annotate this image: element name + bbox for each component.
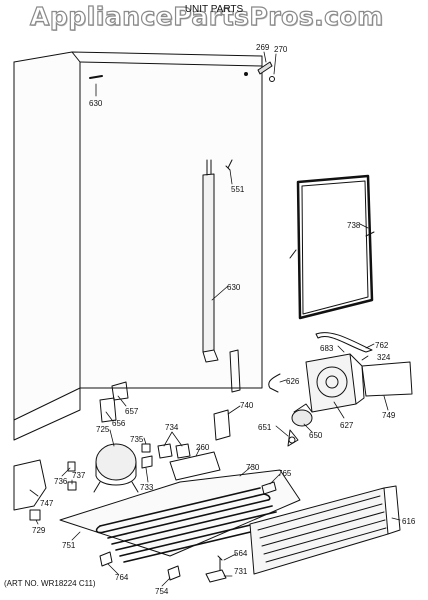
callout-731: 731 [234, 567, 248, 576]
cover-749 [361, 361, 413, 397]
callout-733: 733 [140, 483, 154, 492]
part-735 [141, 443, 151, 453]
part-734 [157, 443, 191, 459]
watermark: AppliancePartsPros.com [29, 1, 384, 31]
callout-762: 762 [375, 341, 389, 350]
callout-736: 736 [54, 477, 68, 486]
callout-564: 564 [234, 549, 248, 558]
part-733 [141, 455, 153, 469]
cabinet-leg [229, 349, 241, 393]
part-754 [167, 565, 181, 581]
part-657 [111, 381, 129, 401]
callout-749: 749 [382, 411, 396, 420]
callout-656: 656 [112, 419, 126, 428]
callout-751: 751 [62, 541, 76, 550]
hinge-parts [257, 61, 275, 82]
callout-765: 765 [278, 469, 292, 478]
callout-630-center: 630 [227, 283, 241, 292]
callout-737: 737 [72, 471, 86, 480]
callout-269: 269 [256, 43, 270, 52]
leader-lines [29, 51, 401, 587]
callout-683: 683 [320, 344, 334, 353]
callout-627: 627 [340, 421, 354, 430]
bracket-747 [13, 459, 47, 511]
clip-765 [261, 481, 277, 495]
wire-626 [268, 373, 281, 393]
callout-labels: 269 270 630 551 738 630 762 683 324 626 … [32, 43, 416, 596]
callout-630-top: 630 [89, 99, 103, 108]
callout-764: 764 [115, 573, 129, 582]
diagram-title: UNIT PARTS [184, 4, 244, 15]
cabinet-outline [13, 51, 263, 441]
callout-657: 657 [125, 407, 139, 416]
fan-shroud-627 [305, 353, 365, 413]
grommet-729 [29, 509, 41, 521]
callout-730: 730 [246, 463, 260, 472]
callout-270: 270 [274, 45, 288, 54]
part-740 [213, 409, 231, 441]
shield-260 [169, 451, 221, 481]
center-channel [202, 159, 219, 363]
callout-729: 729 [32, 526, 46, 535]
grille-616 [249, 485, 401, 575]
callout-747: 747 [40, 499, 54, 508]
callout-260: 260 [196, 443, 210, 452]
callout-738: 738 [347, 221, 361, 230]
condenser-coil-730 [95, 487, 285, 563]
callout-551: 551 [231, 185, 245, 194]
callout-725: 725 [96, 425, 110, 434]
screw-551 [225, 159, 233, 171]
callout-754: 754 [155, 587, 169, 596]
callout-616: 616 [402, 517, 416, 526]
tube-762 [315, 332, 373, 353]
art-number: (ART NO. WR18224 C11) [4, 579, 96, 588]
fan-blade-651 [287, 429, 299, 447]
fan-motor-650 [291, 403, 313, 427]
clip-731 [205, 569, 227, 583]
compressor-725 [93, 443, 139, 493]
callout-740: 740 [240, 401, 254, 410]
callout-626: 626 [286, 377, 300, 386]
part-656 [99, 397, 117, 423]
callout-324: 324 [377, 353, 391, 362]
callout-735: 735 [130, 435, 144, 444]
grommet-736 [67, 461, 76, 472]
callout-651: 651 [258, 423, 272, 432]
screw-564 [217, 555, 223, 571]
part-764 [99, 551, 113, 567]
callout-734: 734 [165, 423, 179, 432]
gasket-frame [289, 174, 375, 320]
callout-650: 650 [309, 431, 323, 440]
